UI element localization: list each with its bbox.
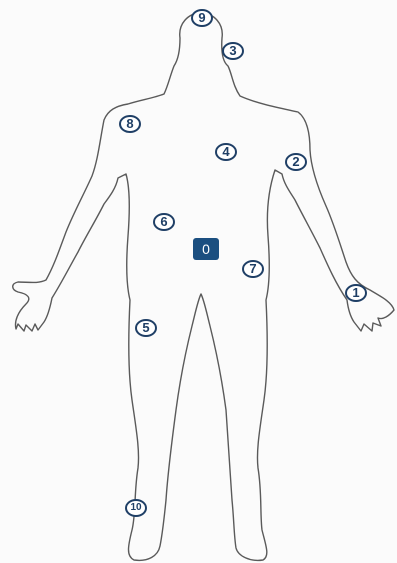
marker-8[interactable]: 8 — [119, 115, 141, 133]
body-silhouette — [13, 13, 394, 560]
marker-4[interactable]: 4 — [215, 143, 237, 161]
marker-3[interactable]: 3 — [222, 42, 244, 60]
marker-1[interactable]: 1 — [345, 284, 367, 302]
marker-0-selected[interactable]: 0 — [193, 238, 219, 260]
marker-5[interactable]: 5 — [135, 319, 157, 337]
marker-6[interactable]: 6 — [153, 213, 175, 231]
marker-9[interactable]: 9 — [191, 9, 213, 27]
marker-2[interactable]: 2 — [285, 153, 307, 171]
marker-10[interactable]: 10 — [125, 499, 147, 517]
marker-7[interactable]: 7 — [242, 260, 264, 278]
